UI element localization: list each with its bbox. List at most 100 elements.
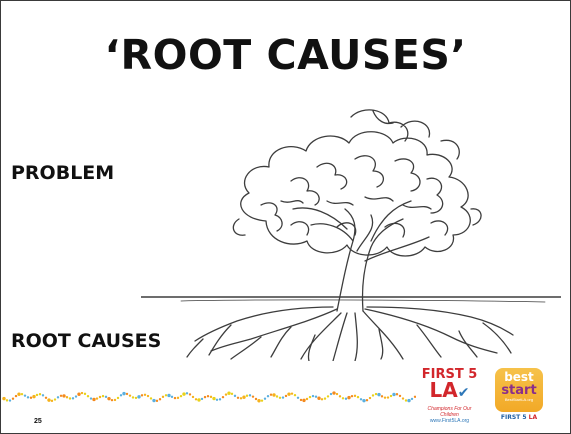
footer-dot (105, 396, 107, 398)
footer-dot (36, 394, 38, 396)
root-causes-label: ROOT CAUSES (11, 330, 161, 352)
page-number: 25 (34, 418, 42, 425)
footer-dot (372, 394, 374, 396)
tree-with-roots-illustration (141, 101, 561, 361)
footer-dot (99, 396, 101, 398)
slide-title: ‘ROOT CAUSES’ (1, 31, 570, 79)
footer-dot (377, 393, 380, 396)
footer-dot (156, 400, 158, 402)
footer-dot (330, 393, 332, 395)
footer-dot (201, 398, 203, 400)
footer-dot (96, 397, 98, 399)
footer-dot (165, 394, 167, 396)
best-start-logo: best start BestStartLA.org FIRST 5 LA (486, 368, 552, 428)
footer-dot (81, 392, 83, 394)
footer-dot (135, 397, 137, 399)
footer-dot (141, 394, 143, 396)
footer-dot (30, 397, 32, 399)
footer-dot (210, 396, 212, 398)
footer-dot (62, 394, 65, 397)
footer-dot (342, 397, 344, 399)
footer-dot (392, 393, 395, 396)
footer-dot (336, 393, 338, 395)
footer-dot (174, 397, 176, 399)
footer-dot (189, 393, 191, 395)
footer-dot (77, 393, 80, 396)
best-start-sub-la: LA (529, 414, 537, 421)
footer-dot (360, 398, 362, 400)
footer-dot (2, 397, 5, 400)
footer-dot (399, 395, 401, 397)
footer-dot (405, 399, 407, 401)
footer-dot (24, 394, 26, 396)
footer-dot (362, 399, 365, 402)
footer-dot (132, 396, 134, 398)
footer-dot (282, 396, 284, 398)
footer-dot (207, 395, 209, 397)
footer-dot (21, 393, 23, 395)
footer-dot (54, 398, 56, 400)
footer-dot (297, 397, 299, 399)
problem-label: PROBLEM (11, 162, 114, 184)
footer-dot (152, 399, 155, 402)
leaf-icon: ✔ (458, 385, 470, 401)
footer-dot (42, 394, 44, 396)
footer-dot (390, 395, 392, 397)
best-start-start-text: start (495, 384, 543, 397)
footer-dot (171, 396, 173, 398)
first5-logo-url: www.First5LA.org (418, 418, 481, 424)
footer-dot (411, 398, 413, 400)
footer-dot (167, 394, 170, 397)
footer-dot (204, 396, 206, 398)
footer-dot (219, 398, 221, 400)
footer-dot (84, 393, 86, 395)
footer-dot (69, 397, 71, 399)
footer-dot (345, 398, 347, 400)
footer-dot (255, 398, 257, 400)
footer-dot (270, 393, 272, 395)
footer-dot (111, 399, 113, 401)
footer-dot (216, 399, 218, 401)
footer-dot (45, 397, 47, 399)
footer-dot (212, 397, 215, 400)
footer-dot (147, 395, 149, 397)
footer-dot (195, 398, 197, 400)
footer-dot (324, 397, 326, 399)
footer-dot (300, 399, 302, 401)
footer-dot (246, 395, 248, 397)
footer-dot (332, 391, 335, 394)
footer-dot (347, 396, 350, 399)
footer-dot (92, 398, 95, 401)
footer-dot (267, 395, 269, 397)
footer-dot (12, 398, 14, 400)
footer-dot (384, 396, 386, 398)
footer-dot (51, 400, 53, 402)
footer-dot (396, 393, 398, 395)
footer-dot (357, 396, 359, 398)
footer-dot (287, 392, 290, 395)
footer-dot (354, 395, 356, 397)
footer-dot (327, 395, 329, 397)
footer-dot (249, 394, 251, 396)
footer-dot (366, 399, 368, 401)
footer-dot (407, 399, 410, 402)
footer-dot (120, 394, 122, 396)
footer-dot (15, 395, 17, 397)
footer-dot (162, 396, 164, 398)
footer-dot (414, 396, 416, 398)
footer-dot (381, 395, 383, 397)
footer-dot (182, 392, 185, 395)
footer-dot (27, 396, 29, 398)
footer-dot (375, 393, 377, 395)
footer-dot (57, 396, 59, 398)
first5-logo-la: LA (430, 378, 458, 402)
footer-dot (137, 395, 140, 398)
footer-dot (17, 393, 20, 396)
footer-dot (240, 397, 242, 399)
footer-dot (225, 393, 227, 395)
footer-dot (279, 397, 281, 399)
footer-dot (117, 397, 119, 399)
footer-dot (264, 398, 266, 400)
first5-la-logo: FIRST 5 LA✔ Champions For Our Children w… (418, 368, 481, 431)
